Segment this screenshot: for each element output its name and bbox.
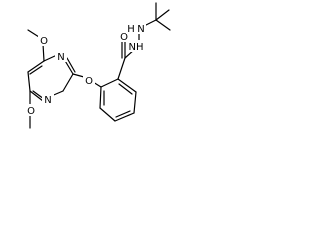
svg-text:NH: NH xyxy=(129,42,144,53)
svg-text:N: N xyxy=(57,52,64,63)
svg-text:O: O xyxy=(27,106,35,117)
atom-label-ring-nitrogen-top: N xyxy=(55,50,67,63)
carbonyl-group xyxy=(117,39,126,80)
atom-label-amine-nitrogen: N xyxy=(136,22,146,35)
benzene-ring xyxy=(99,78,137,122)
chemical-structure-diagram: O N N O O O NH N H xyxy=(25,2,171,129)
atom-label-methoxy-oxygen-top: O xyxy=(38,34,50,47)
atom-label-ester-oxygen: O xyxy=(83,74,95,87)
svg-text:N: N xyxy=(44,95,51,106)
methoxy-groups xyxy=(27,29,45,129)
svg-text:O: O xyxy=(40,36,48,47)
atom-label-methoxy-oxygen-bottom: O xyxy=(25,104,37,117)
svg-text:N: N xyxy=(137,24,144,35)
svg-text:O: O xyxy=(120,32,128,43)
svg-text:O: O xyxy=(85,76,93,87)
atom-label-amine-hydrogen: H xyxy=(126,22,136,35)
svg-text:H: H xyxy=(127,24,135,35)
atom-label-hydrazide-nh: NH xyxy=(127,40,145,53)
atom-label-ring-nitrogen-bottom: N xyxy=(42,93,54,106)
